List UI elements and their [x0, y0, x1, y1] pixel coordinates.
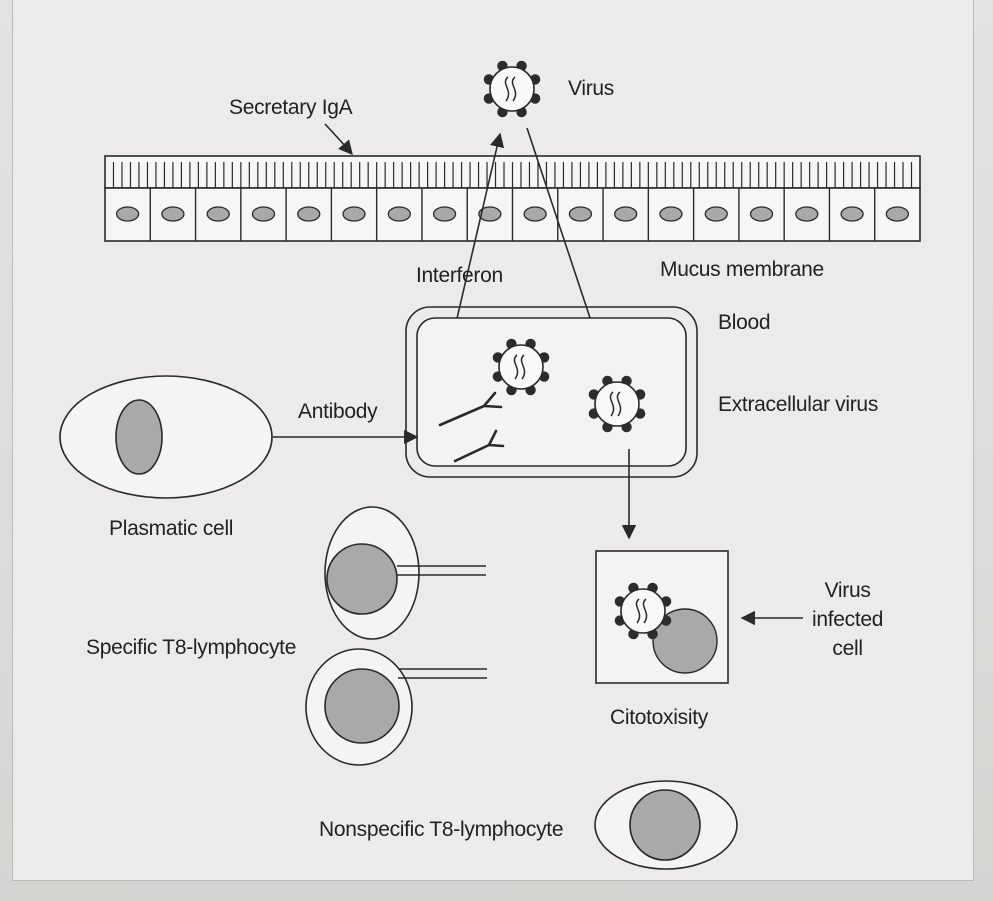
secretary-iga-arrow — [325, 124, 352, 154]
epithelial-cell-icon — [298, 207, 320, 221]
virus-capsid — [595, 382, 639, 426]
epithelial-cell-icon — [207, 207, 229, 221]
blood-vessel — [406, 307, 697, 477]
citotoxisity-label: Citotoxisity — [610, 706, 708, 730]
lymphocyte-nucleus — [325, 669, 399, 743]
epithelial-cell-icon — [252, 207, 274, 221]
mucus-membrane-label: Mucus membrane — [660, 258, 824, 282]
virus-infected-cell-label: Virus infected cell — [812, 576, 883, 663]
epithelial-cell-icon — [705, 207, 727, 221]
plasma-cell-nucleus — [116, 400, 162, 474]
epithelial-cell-icon — [841, 207, 863, 221]
epithelial-cell-icon — [886, 207, 908, 221]
plasmatic-cell — [60, 376, 272, 498]
blood-label: Blood — [718, 311, 770, 335]
virus-capsid — [490, 67, 534, 111]
epithelial-cell-icon — [117, 207, 139, 221]
virus-infected-cell-line-1: Virus — [812, 576, 883, 605]
virus-infected-cell-line-2: infected — [812, 605, 883, 634]
plasmatic-cell-label: Plasmatic cell — [109, 517, 233, 541]
epithelial-cell-icon — [615, 207, 637, 221]
virus-capsid — [499, 345, 543, 389]
specific-t8-lymphocyte-label: Specific T8-lymphocyte — [86, 636, 296, 660]
epithelial-cell-icon — [660, 207, 682, 221]
epithelial-cell-icon — [434, 207, 456, 221]
virus-icon — [484, 61, 541, 118]
epithelial-cell-icon — [524, 207, 546, 221]
epithelial-cell-icon — [751, 207, 773, 221]
epithelial-cell-icon — [388, 207, 410, 221]
virus-infected-cell-line-3: cell — [812, 634, 883, 663]
nonspecific-t8-lymphocyte-label: Nonspecific T8-lymphocyte — [319, 818, 563, 842]
nonspecific-t8-lymphocyte — [595, 781, 737, 869]
virus-capsid — [621, 589, 665, 633]
extracellular-virus-label: Extracellular virus — [718, 393, 878, 417]
epithelial-cell-icon — [162, 207, 184, 221]
mucus-membrane — [105, 156, 920, 241]
epithelial-cell-icon — [569, 207, 591, 221]
specific-t8-lymphocyte — [306, 649, 487, 765]
virus-label: Virus — [568, 77, 614, 101]
secretary-iga-label: Secretary IgA — [229, 96, 352, 120]
epithelial-cell-icon — [796, 207, 818, 221]
lymphocyte-nucleus — [630, 790, 700, 860]
epithelial-cell-icon — [343, 207, 365, 221]
interferon-label: Interferon — [416, 264, 503, 288]
antibody-label: Antibody — [298, 400, 377, 424]
lymphocyte-nucleus — [327, 544, 397, 614]
specific-t8-lymphocyte — [325, 507, 486, 639]
